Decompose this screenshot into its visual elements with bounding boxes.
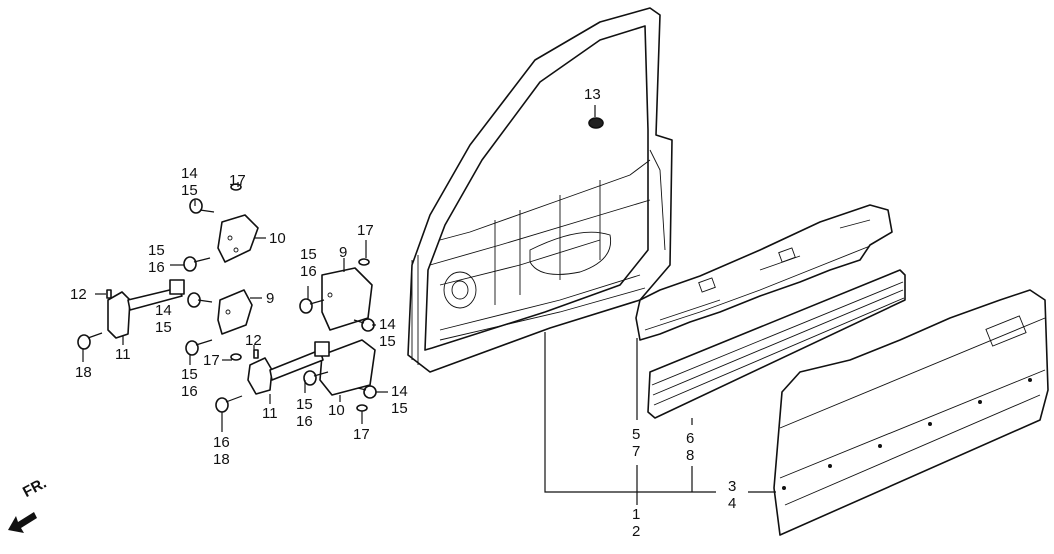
- lower-hinge-left[interactable]: [217, 289, 253, 335]
- callout-18-a[interactable]: 18: [75, 364, 92, 381]
- callout-17-d[interactable]: 17: [357, 222, 374, 239]
- callout-11-b[interactable]: 11: [262, 405, 278, 422]
- callout-9-b[interactable]: 9: [339, 244, 348, 261]
- lower-hinge-right[interactable]: [319, 339, 376, 396]
- callout-9-a[interactable]: 9: [266, 290, 275, 307]
- callout-13[interactable]: 13: [584, 86, 601, 103]
- door-checker-right[interactable]: [247, 341, 330, 395]
- upper-hinge-left[interactable]: [217, 214, 259, 263]
- callout-12-b[interactable]: 12: [245, 332, 262, 349]
- front-arrow-icon: [8, 512, 37, 533]
- callout-17-c[interactable]: 17: [353, 426, 370, 443]
- reinforcement-bar[interactable]: [635, 204, 893, 341]
- plug-13[interactable]: [588, 117, 604, 129]
- callout-11-a[interactable]: 11: [115, 346, 131, 363]
- callout-17-b[interactable]: 17: [203, 352, 220, 369]
- callout-10-b[interactable]: 10: [328, 402, 345, 419]
- callout-17-a[interactable]: 17: [229, 172, 246, 189]
- door-frame[interactable]: [407, 7, 673, 373]
- outer-skin-panel[interactable]: [773, 289, 1049, 536]
- upper-hinge-right[interactable]: [321, 267, 373, 331]
- door-checker-left[interactable]: [107, 279, 185, 339]
- callout-12-a[interactable]: 12: [70, 286, 87, 303]
- guard-beam[interactable]: [647, 269, 906, 419]
- callout-10-a[interactable]: 10: [269, 230, 286, 247]
